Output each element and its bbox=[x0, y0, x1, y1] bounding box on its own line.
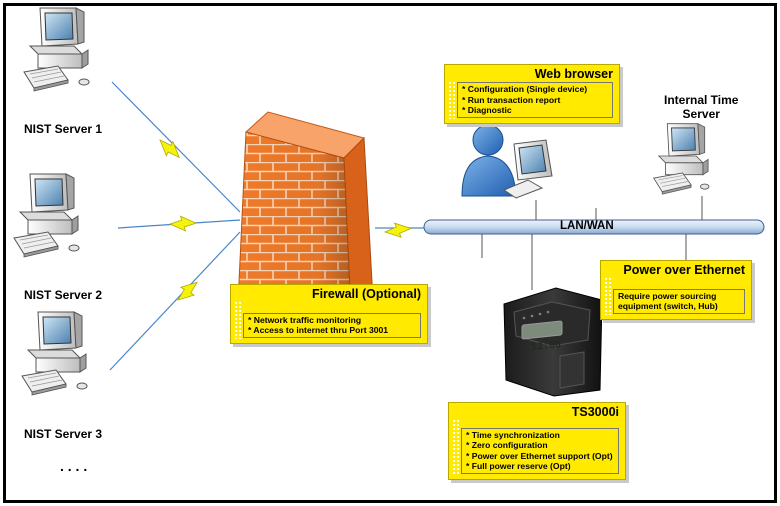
lightning-icon bbox=[154, 134, 185, 164]
nist-server-1-label: NIST Server 1 bbox=[24, 122, 103, 136]
power-over-ethernet-item: equipment (switch, Hub) bbox=[618, 301, 718, 312]
internal-time-server-computer-icon bbox=[653, 123, 710, 195]
lan-wan-label: LAN/WAN bbox=[560, 220, 614, 232]
lightning-icon bbox=[169, 214, 197, 233]
callout-dots-decoration bbox=[604, 277, 612, 315]
web-browser-item: * Run transaction report bbox=[462, 94, 561, 105]
lightning-icon bbox=[172, 276, 203, 307]
more-servers-ellipsis: . . . . bbox=[60, 458, 88, 474]
server-1-computer-icon bbox=[23, 7, 90, 92]
ts3000i-item: * Time synchronization bbox=[466, 429, 560, 440]
nist-server-2-label: NIST Server 2 bbox=[24, 288, 103, 302]
firewall-callout: Firewall (Optional) * Network traffic mo… bbox=[230, 284, 428, 344]
web-browser-features: * Configuration (Single device) * Run tr… bbox=[457, 82, 613, 118]
power-over-ethernet-details: Require power sourcing equipment (switch… bbox=[613, 288, 745, 314]
ts3000i-title: TS3000i bbox=[571, 405, 619, 419]
internal-time-server-label: Internal Time Server bbox=[664, 93, 738, 121]
server-3-computer-icon bbox=[21, 311, 88, 396]
diagram-border bbox=[3, 3, 777, 503]
lan-wan-bus bbox=[423, 196, 765, 290]
ts3000i-item: * Full power reserve (Opt) bbox=[466, 461, 571, 472]
user-workstation-icon bbox=[461, 124, 553, 199]
ts3000i-features: * Time synchronization * Zero configurat… bbox=[461, 427, 619, 474]
callout-dots-decoration bbox=[448, 81, 456, 119]
callout-dots-decoration bbox=[234, 301, 242, 339]
ts3000i-item: * Power over Ethernet support (Opt) bbox=[466, 450, 613, 461]
server-links bbox=[109, 81, 430, 371]
ts3000i-item: * Zero configuration bbox=[466, 440, 548, 451]
ts3000i-callout: TS3000i * Time synchronization * Zero co… bbox=[448, 402, 626, 480]
power-over-ethernet-callout: Power over Ethernet Require power sourci… bbox=[600, 260, 752, 320]
power-over-ethernet-item: Require power sourcing bbox=[618, 290, 717, 301]
server-2-computer-icon bbox=[13, 173, 80, 258]
link-server-3 bbox=[109, 231, 241, 371]
firewall-item: * Access to internet thru Port 3001 bbox=[248, 325, 389, 336]
ts3000i-device-icon bbox=[503, 287, 603, 397]
web-browser-title: Web browser bbox=[534, 67, 613, 81]
device-display-readout: 12:00 bbox=[531, 340, 562, 354]
callout-dots-decoration bbox=[452, 419, 460, 475]
firewall-item: * Network traffic monitoring bbox=[248, 314, 362, 325]
firewall-icon bbox=[237, 111, 375, 335]
firewall-title: Firewall (Optional) bbox=[311, 287, 421, 301]
internal-time-server-label-line-1: Internal Time bbox=[664, 93, 739, 107]
internal-time-server-label-line-2: Server bbox=[682, 107, 720, 121]
web-browser-item: * Diagnostic bbox=[462, 105, 512, 116]
lightning-icon bbox=[383, 220, 413, 241]
web-browser-callout: Web browser * Configuration (Single devi… bbox=[444, 64, 620, 124]
link-server-1 bbox=[111, 81, 241, 213]
nist-server-3-label: NIST Server 3 bbox=[24, 427, 103, 441]
web-browser-item: * Configuration (Single device) bbox=[462, 84, 588, 95]
firewall-features: * Network traffic monitoring * Access to… bbox=[243, 312, 421, 338]
power-over-ethernet-title: Power over Ethernet bbox=[623, 263, 745, 277]
